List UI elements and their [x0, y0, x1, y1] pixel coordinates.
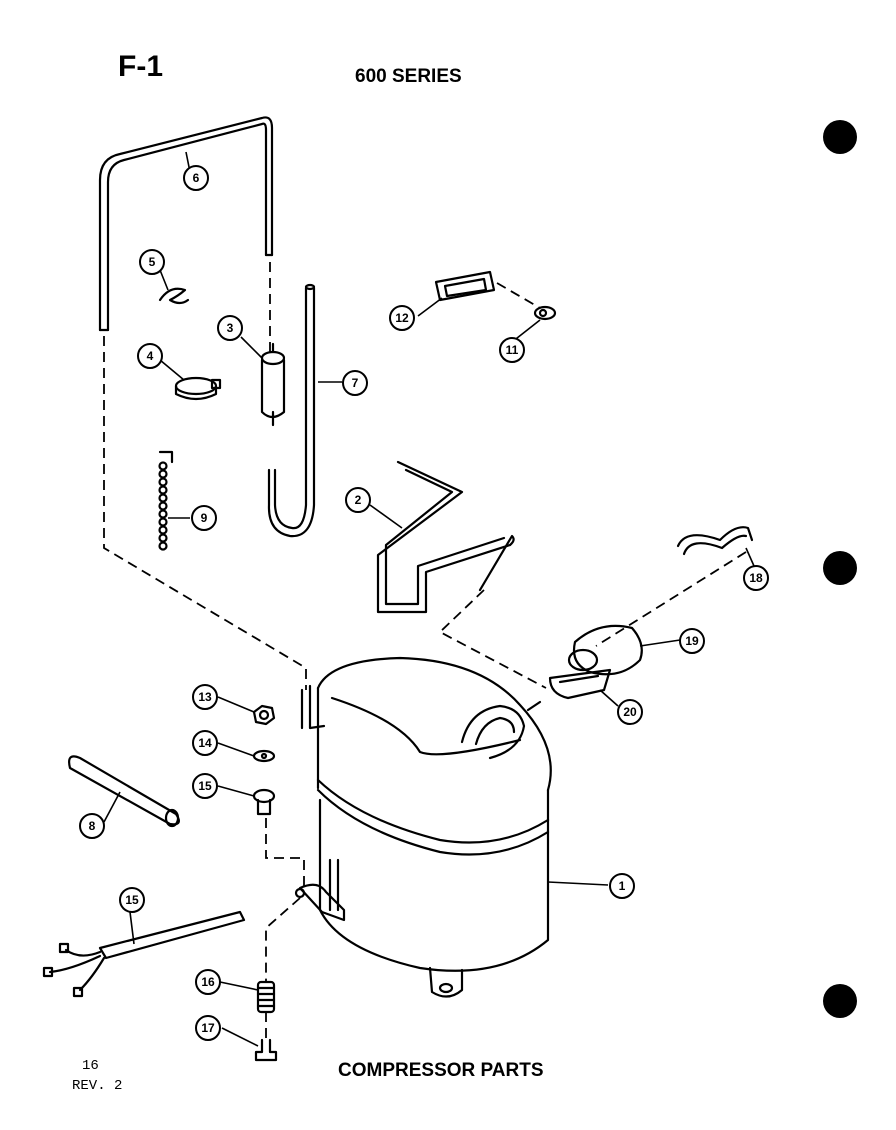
diagram-caption: COMPRESSOR PARTS	[338, 1060, 544, 1081]
capillary-tube	[267, 283, 316, 538]
callout-20: 20	[617, 699, 643, 725]
svg-text:14: 14	[198, 736, 212, 750]
rubber-tube	[68, 755, 180, 828]
svg-text:2: 2	[355, 493, 362, 507]
wire-harness	[42, 910, 246, 998]
mounting-spring	[256, 980, 276, 1014]
series-title: 600 SERIES	[355, 66, 462, 87]
callout-13: 13	[192, 684, 218, 710]
grommet-sleeve	[252, 788, 276, 816]
svg-text:19: 19	[685, 634, 699, 648]
callout-15: 15	[192, 773, 218, 799]
washer-part	[252, 749, 276, 763]
callout-2: 2	[345, 487, 371, 513]
callout-6-top: 6	[183, 165, 209, 191]
callout-4: 4	[137, 343, 163, 369]
svg-text:13: 13	[198, 690, 212, 704]
drier-part	[260, 342, 286, 427]
callout-18: 18	[743, 565, 769, 591]
callout-12: 12	[389, 305, 415, 331]
svg-text:16: 16	[201, 975, 215, 989]
svg-text:4: 4	[147, 349, 154, 363]
svg-text:6: 6	[193, 171, 200, 185]
callout-17: 17	[195, 1015, 221, 1041]
binder-hole	[823, 984, 857, 1018]
revision-label: REV. 2	[72, 1078, 123, 1094]
svg-text:15: 15	[198, 779, 212, 793]
callout-11: 11	[499, 337, 525, 363]
svg-text:15: 15	[125, 893, 139, 907]
clip-part	[158, 287, 190, 305]
svg-text:9: 9	[201, 511, 208, 525]
callout-3: 3	[217, 315, 243, 341]
tube-part	[98, 116, 274, 332]
binder-hole	[823, 120, 857, 154]
callout-8-lower: 8	[79, 813, 105, 839]
callout-14: 14	[192, 730, 218, 756]
svg-text:5: 5	[149, 255, 156, 269]
relay-part	[548, 668, 612, 700]
discharge-tube	[376, 460, 515, 614]
callout-9: 9	[191, 505, 217, 531]
nut-part	[252, 704, 276, 726]
bead-chain	[158, 450, 174, 551]
grommet-part	[533, 305, 557, 321]
assembly-lines	[103, 262, 747, 1040]
relay-cover	[567, 624, 643, 676]
svg-text:8: 8	[89, 819, 96, 833]
svg-text:12: 12	[395, 311, 409, 325]
callout-7: 7	[342, 370, 368, 396]
binder-hole	[823, 551, 857, 585]
callout-1: 1	[609, 873, 635, 899]
compressor-body	[294, 656, 552, 998]
svg-text:20: 20	[623, 705, 637, 719]
svg-text:3: 3	[227, 321, 234, 335]
mounting-bolt	[254, 1038, 278, 1062]
svg-text:1: 1	[619, 879, 626, 893]
callout-16: 16	[195, 969, 221, 995]
callout-15-lower: 15	[119, 887, 145, 913]
spring-clip	[676, 526, 754, 556]
clamp-ring	[174, 376, 222, 401]
svg-text:7: 7	[352, 376, 359, 390]
callout-5: 5	[139, 249, 165, 275]
bracket-part	[434, 270, 496, 302]
svg-text:17: 17	[201, 1021, 215, 1035]
svg-text:11: 11	[506, 343, 519, 357]
svg-text:18: 18	[749, 571, 763, 585]
figure-label: F-1	[118, 50, 163, 83]
leader-lines	[103, 151, 755, 1047]
callout-markers: 6 5 3 4 7 9 12 11 2 18 19 20 13 14 15 8 …	[79, 165, 769, 1041]
page-number: 16	[82, 1058, 99, 1074]
callout-19: 19	[679, 628, 705, 654]
